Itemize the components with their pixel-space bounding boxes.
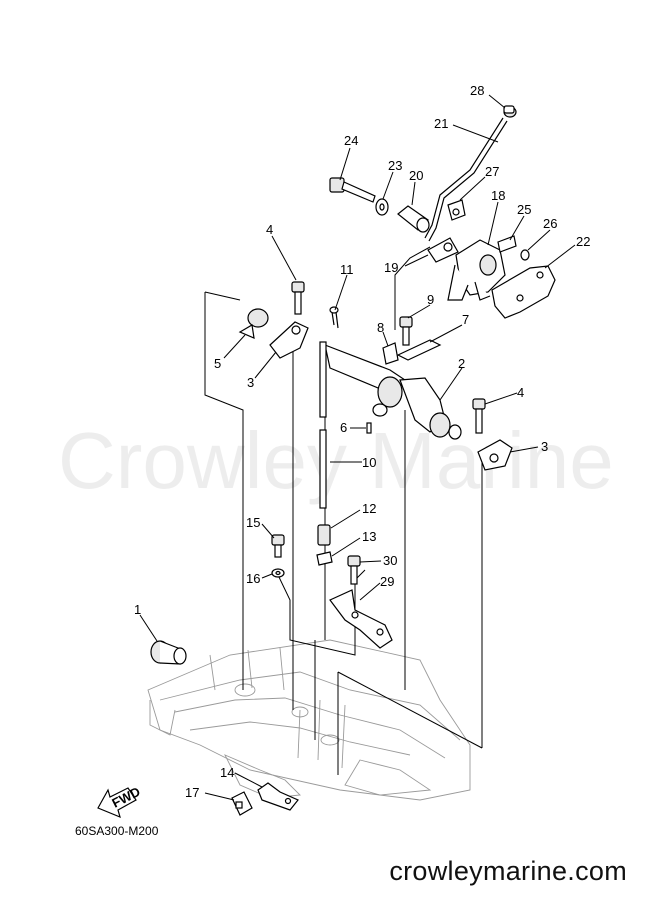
callout-26: 26: [543, 216, 557, 231]
part-19-link: [427, 237, 459, 263]
callout-8: 8: [377, 320, 384, 335]
part-18-shift-lever: [447, 239, 506, 301]
callout-1: 1: [134, 602, 141, 617]
callout-22: 22: [576, 234, 590, 249]
part-13-nut: [316, 551, 333, 566]
callout-15: 15: [246, 515, 260, 530]
part-4a-bolt: [291, 281, 305, 315]
part-10-rod: [319, 341, 327, 509]
callout-18: 18: [491, 188, 505, 203]
fwd-label: FWD: [109, 784, 142, 811]
part-3a-joint: [269, 321, 309, 359]
callout-16: 16: [246, 571, 260, 586]
part-28-cap: [503, 105, 517, 118]
callout-30: 30: [383, 553, 397, 568]
callout-13: 13: [362, 529, 376, 544]
fwd-arrow-icon: [97, 787, 137, 819]
part-1-grommet: [150, 640, 187, 665]
part-26-washer: [520, 249, 530, 261]
callout-3b: 3: [541, 439, 548, 454]
part-20-collar: [397, 205, 430, 233]
callout-19: 19: [384, 260, 398, 275]
part-15-bolt: [271, 534, 285, 558]
part-16-washer: [271, 568, 285, 578]
part-22-bracket: [491, 265, 556, 319]
callout-12: 12: [362, 501, 376, 516]
lower-housing-outline: [147, 639, 471, 801]
part-29-bracket: [329, 589, 393, 649]
callout-20: 20: [409, 168, 423, 183]
callout-29: 29: [380, 574, 394, 589]
callout-2: 2: [458, 356, 465, 371]
footer-site-link[interactable]: crowleymarine.com: [389, 856, 627, 886]
callout-10: 10: [362, 455, 376, 470]
part-17-clip: [231, 791, 253, 816]
part-21-shift-rod: [424, 117, 508, 242]
callout-9: 9: [427, 292, 434, 307]
callout-24: 24: [344, 133, 358, 148]
leader-lines: [139, 94, 576, 801]
part-6-pin: [366, 422, 372, 434]
part-30-bolt: [347, 555, 361, 585]
watermark-text: Crowley Marine: [58, 416, 614, 505]
part-9-bolt: [399, 316, 413, 346]
part-8-clamp: [382, 342, 399, 365]
callout-4b: 4: [517, 385, 524, 400]
drawing-code: 60SA300-M200: [75, 824, 159, 838]
callout-5: 5: [214, 356, 221, 371]
part-3b-joint: [477, 439, 513, 471]
part-25-bolt: [497, 235, 517, 253]
part-24-bolt: [329, 177, 376, 203]
callout-23: 23: [388, 158, 402, 173]
callout-28: 28: [470, 83, 484, 98]
assembly-guide-lines: [204, 246, 483, 775]
callout-25: 25: [517, 202, 531, 217]
part-5-clip: [238, 308, 269, 339]
part-12-spacer: [317, 524, 331, 546]
part-23-washer: [375, 198, 389, 216]
callout-11: 11: [340, 262, 354, 277]
part-14-bracket: [257, 782, 299, 811]
part-2-shift-shaft-assembly: [324, 344, 462, 440]
part-11-cotter-pin: [329, 306, 339, 329]
callout-27: 27: [485, 164, 499, 179]
callout-3a: 3: [247, 375, 254, 390]
callout-17: 17: [185, 785, 199, 800]
callout-7: 7: [462, 312, 469, 327]
callout-6: 6: [340, 420, 347, 435]
callout-4a: 4: [266, 222, 273, 237]
callout-14: 14: [220, 765, 234, 780]
part-7-plate: [396, 339, 442, 361]
callout-21: 21: [434, 116, 448, 131]
part-27-clip: [447, 199, 466, 221]
callout-labels: 28 21 24 23 20 27 18 25 26 22 19 4 11 9 …: [134, 83, 590, 800]
